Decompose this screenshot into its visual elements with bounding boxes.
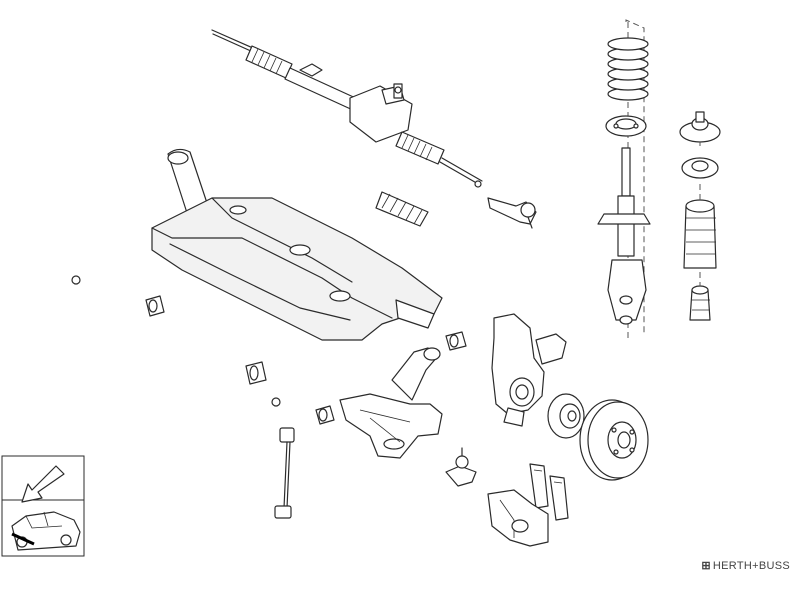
strut-bearing — [681, 157, 719, 179]
brand-mark-icon: ⊞ — [701, 560, 711, 572]
subframe — [151, 148, 443, 341]
stabilizer-bar — [71, 272, 284, 422]
rack-boot — [375, 191, 429, 227]
coil-spring — [607, 37, 649, 101]
control-arm-bushing-front — [315, 405, 335, 425]
brake-caliper — [487, 489, 549, 547]
shock-absorber — [597, 147, 651, 325]
spring-seat — [605, 115, 647, 137]
stabilizer-link — [274, 427, 295, 519]
brake-pads — [529, 463, 569, 521]
steering-knuckle — [491, 313, 567, 427]
arrow-icon — [21, 465, 65, 503]
bump-stop — [689, 285, 711, 321]
tie-rod-end — [487, 197, 537, 229]
strut-mount — [679, 111, 721, 143]
ball-joint — [445, 447, 477, 487]
control-arm-bushing-rear — [445, 331, 467, 351]
lower-control-arm — [339, 347, 443, 459]
steering-rack — [211, 29, 483, 188]
brand-name: HERTH+BUSS — [712, 560, 790, 572]
brake-disc — [579, 399, 649, 481]
brand-logo: ⊞HERTH+BUSS — [701, 559, 790, 572]
wheel-hub — [547, 393, 585, 439]
stabilizer-bushing-left — [145, 295, 165, 317]
stabilizer-bushing-right — [245, 361, 267, 385]
car-icon — [11, 511, 81, 551]
bump-stop-dust-cover — [683, 199, 717, 269]
